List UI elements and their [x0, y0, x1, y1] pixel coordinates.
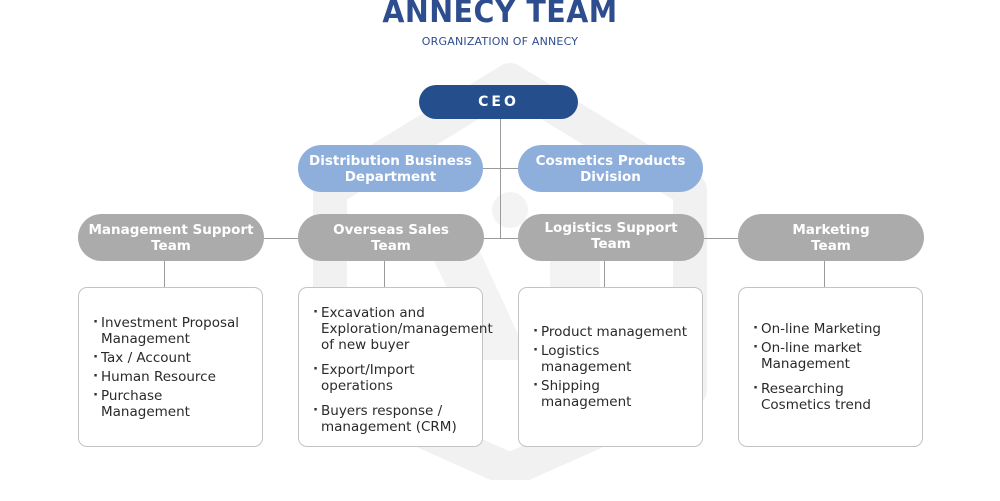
- duty-item: Purchase Management: [93, 387, 254, 420]
- team-label-line2: Team: [811, 237, 851, 254]
- team-label-line2: Team: [151, 237, 191, 254]
- ceo-node: CEO: [419, 85, 578, 119]
- team-label-line1: Marketing: [792, 221, 870, 238]
- division-label-line1: Cosmetics Products: [535, 152, 686, 169]
- duty-item: Human Resource: [93, 368, 254, 385]
- duties-box-logistics-support: Product management Logistics management …: [518, 287, 703, 447]
- duty-item: Tax / Account: [93, 349, 254, 366]
- team-node-management-support: Management Support Team: [78, 214, 264, 261]
- duties-list: Investment Proposal Management Tax / Acc…: [93, 312, 254, 423]
- duties-list: Product management Logistics management …: [533, 321, 694, 413]
- page-title: ANNECY TEAM: [382, 0, 618, 30]
- duty-item: Investment Proposal Management: [93, 314, 254, 347]
- team-label-line1: Overseas Sales: [333, 221, 449, 238]
- team-node-logistics-support: Logistics Support Team: [518, 214, 704, 261]
- division-label-line2: Department: [344, 168, 437, 185]
- team-label-line1: Management Support: [88, 221, 254, 238]
- duty-item: Export/Import operations: [313, 361, 474, 394]
- division-node-distribution: Distribution Business Department: [298, 145, 483, 192]
- team-node-marketing: Marketing Team: [738, 214, 924, 261]
- division-label-line2: Division: [580, 168, 641, 185]
- page-subtitle: ORGANIZATION OF ANNECY: [421, 35, 579, 48]
- duties-list: On-line Marketing On-line market Managem…: [753, 318, 914, 416]
- duty-item: Researching Cosmetics trend: [753, 380, 914, 413]
- duty-item: Shipping management: [533, 377, 694, 410]
- division-label-line1: Distribution Business: [309, 152, 472, 169]
- duty-item: On-line market Management: [753, 339, 914, 372]
- duty-item: Excavation and Exploration/management of…: [313, 304, 493, 353]
- duty-item: Logistics management: [533, 342, 694, 375]
- duties-box-overseas-sales: Excavation and Exploration/management of…: [298, 287, 493, 447]
- duty-item: On-line Marketing: [753, 320, 914, 337]
- duty-item: Buyers response / management (CRM): [313, 402, 474, 435]
- team-node-overseas-sales: Overseas Sales Team: [298, 214, 484, 261]
- team-label-line2: Team: [371, 237, 411, 254]
- duties-box-marketing: On-line Marketing On-line market Managem…: [738, 287, 923, 447]
- duties-box-management-support: Investment Proposal Management Tax / Acc…: [78, 287, 263, 447]
- duty-item: Product management: [533, 323, 694, 340]
- division-node-cosmetics: Cosmetics Products Division: [518, 145, 703, 192]
- team-label-line2: Team: [591, 235, 631, 252]
- team-label-line1: Logistics Support: [544, 219, 678, 236]
- duties-list: Excavation and Exploration/management of…: [313, 302, 493, 438]
- ceo-label: CEO: [478, 94, 519, 110]
